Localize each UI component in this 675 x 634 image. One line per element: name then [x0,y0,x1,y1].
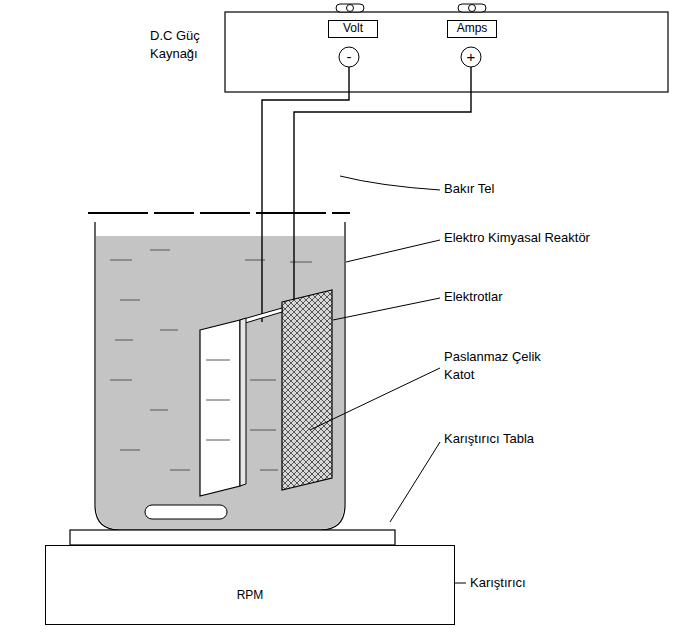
stir-bar [145,505,227,519]
stirrer-plate [70,530,395,545]
dial-knob [336,4,486,12]
terminal-sign: + [467,49,476,66]
stainless-steel-cathode [282,290,332,490]
part-name: Bakır Tel [444,180,644,198]
electrode-dashes [206,360,276,440]
electrolyte [96,236,344,529]
meter-label-box: Amps [447,20,497,38]
part-name: Paslanmaz Çelik Katot [444,348,559,383]
copper-wire [262,67,471,322]
electrode-edge [240,318,246,486]
part-name: D.C Güç Kaynağı [150,27,224,62]
meter-label-box: Volt [328,20,378,38]
part-name: Karıştırıcı [470,574,660,592]
part-name: Elektrotlar [444,288,644,306]
box-label: Volt [343,22,363,35]
part-name: Karıştırıcı Tabla [444,430,644,448]
terminal-symbol: - [338,46,360,68]
leader-line [310,176,466,583]
lid [88,212,350,214]
terminal-symbol: + [460,46,482,68]
part-name: Elektro Kimyasal Reaktör [444,229,664,247]
beaker [95,222,345,530]
stirrer-base: RPM [45,545,455,625]
box-label: Amps [457,22,488,35]
electrode-plate [200,320,240,496]
power-supply-housing [225,12,668,92]
terminal-sign: - [347,49,352,66]
box-label: RPM [237,589,264,602]
